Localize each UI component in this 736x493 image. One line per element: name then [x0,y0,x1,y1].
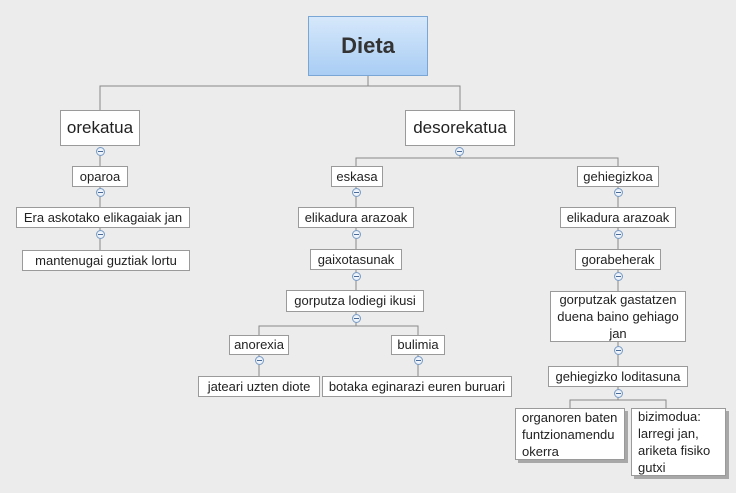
collapse-gehiegizko-loditasuna-icon[interactable] [614,389,623,398]
branch-desorekatua[interactable]: desorekatua [405,110,515,146]
node-gaixotasunak[interactable]: gaixotasunak [310,249,402,270]
collapse-anorexia-icon[interactable] [255,356,264,365]
collapse-eskasa-elikadura-icon[interactable] [352,230,361,239]
collapse-gehiegizkoa-elikadura-icon[interactable] [614,230,623,239]
collapse-gaixotasunak-icon[interactable] [352,272,361,281]
node-era-askotako[interactable]: Era askotako elikagaiak jan [16,207,190,228]
node-botaka[interactable]: botaka eginarazi euren buruari [322,376,512,397]
node-gehiegizkoa-elikadura-arazoak[interactable]: elikadura arazoak [560,207,676,228]
node-bizimodua[interactable]: bizimodua: larregi jan, ariketa fisiko g… [631,408,726,476]
collapse-orekatua-icon[interactable] [96,147,105,156]
collapse-gorabeherak-icon[interactable] [614,272,623,281]
node-eskasa[interactable]: eskasa [331,166,383,187]
node-eskasa-elikadura-arazoak[interactable]: elikadura arazoak [298,207,414,228]
node-anorexia[interactable]: anorexia [229,335,289,355]
node-organoren-baten[interactable]: organoren baten funtzionamendu okerra [515,408,625,460]
collapse-eskasa-icon[interactable] [352,188,361,197]
collapse-desorekatua-icon[interactable] [455,147,464,156]
collapse-oparoa-icon[interactable] [96,188,105,197]
branch-orekatua[interactable]: orekatua [60,110,140,146]
collapse-era-askotako-icon[interactable] [96,230,105,239]
root-node-dieta[interactable]: Dieta [308,16,428,76]
node-bulimia[interactable]: bulimia [391,335,445,355]
collapse-gorputzak-gastatzen-icon[interactable] [614,346,623,355]
node-gorputzak-gastatzen[interactable]: gorputzak gastatzen duena baino gehiago … [550,291,686,342]
collapse-gehiegizkoa-icon[interactable] [614,188,623,197]
node-gorabeherak[interactable]: gorabeherak [575,249,661,270]
node-jateari-uzten[interactable]: jateari uzten diote [198,376,320,397]
node-oparoa[interactable]: oparoa [72,166,128,187]
node-gehiegizkoa[interactable]: gehiegizkoa [577,166,659,187]
node-gorputza-lodiegi[interactable]: gorputza lodiegi ikusi [286,290,424,312]
collapse-bulimia-icon[interactable] [414,356,423,365]
node-mantenugai[interactable]: mantenugai guztiak lortu [22,250,190,271]
collapse-gorputza-lodiegi-icon[interactable] [352,314,361,323]
node-gehiegizko-loditasuna[interactable]: gehiegizko loditasuna [548,366,688,387]
